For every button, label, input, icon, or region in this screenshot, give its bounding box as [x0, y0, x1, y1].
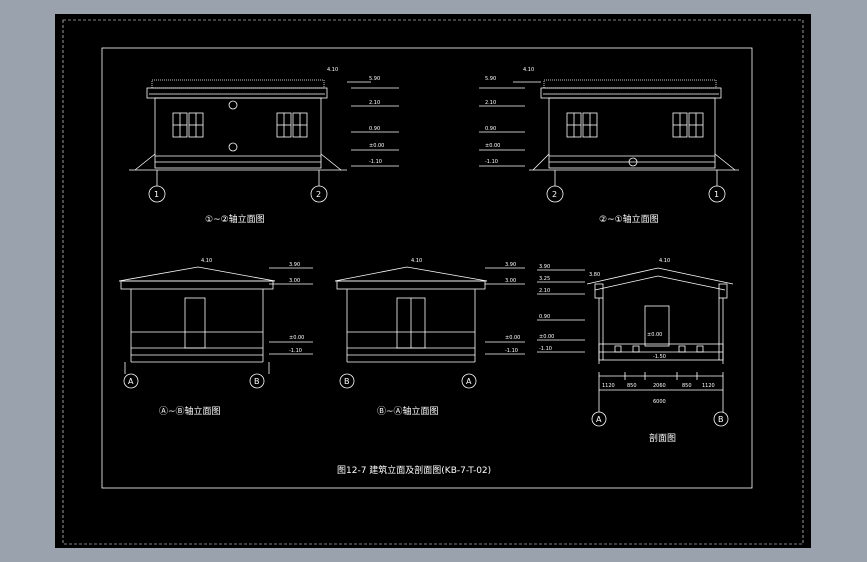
v4-top-level: 4.10 [411, 258, 422, 264]
v2-title: ②~①轴立面图 [599, 213, 659, 225]
v5-dim-2: 850 [627, 383, 637, 389]
v3-level-2: 3.00 [289, 278, 300, 284]
v1-level-5: -1.10 [369, 159, 382, 165]
v5-level-5: ±0.00 [539, 334, 554, 340]
v2-axis-right: 1 [714, 190, 719, 199]
v1-level-1: 5.90 [369, 76, 380, 82]
v5-level-2: 3.25 [539, 276, 550, 282]
v2-level-3: 0.90 [485, 126, 496, 132]
cad-drawing: 4.10 5.90 2.10 0.90 ±0.00 -1.10 1 2 ①~②轴… [62, 19, 804, 545]
v3-level-1: 3.90 [289, 262, 300, 268]
inner-frame [101, 47, 753, 489]
elevation-view-B-A [334, 266, 525, 389]
v4-level-3: ±0.00 [505, 335, 520, 341]
v5-title: 剖面图 [649, 432, 676, 444]
elevation-view-1-2 [129, 79, 399, 203]
v5-axis-left: A [596, 415, 602, 424]
v5-dim-5: 1120 [702, 383, 715, 389]
v3-top-level: 4.10 [201, 258, 212, 264]
v5-level-6: -1.10 [539, 346, 552, 352]
outer-dashed-border [62, 19, 804, 545]
v2-level-5: -1.10 [485, 159, 498, 165]
v4-level-1: 3.90 [505, 262, 516, 268]
v3-axis-right: B [254, 377, 260, 386]
v1-top-level: 4.10 [327, 67, 338, 73]
v5-dim-3: 2060 [653, 383, 666, 389]
v5-top-level: 4.10 [659, 258, 670, 264]
v3-title: Ⓐ~Ⓑ轴立面图 [159, 405, 221, 417]
v3-level-4: -1.10 [289, 348, 302, 354]
v5-dim-1: 1120 [602, 383, 615, 389]
v5-level-4: 0.90 [539, 314, 550, 320]
section-view [537, 267, 734, 427]
v2-level-1: 5.90 [485, 76, 496, 82]
drawing-caption: 图12-7 建筑立面及剖面图(KB-7-T-02) [337, 464, 491, 476]
v3-axis-left: A [128, 377, 134, 386]
v5-axis-right: B [718, 415, 724, 424]
elevation-view-A-B [118, 266, 313, 389]
v2-level-4: ±0.00 [485, 143, 500, 149]
elevation-view-2-1 [479, 79, 739, 203]
v5-ridge: 3.80 [589, 272, 600, 278]
v5-inner-level: ±0.00 [647, 332, 662, 338]
v1-title: ①~②轴立面图 [205, 213, 265, 225]
drawing-sheet: 4.10 5.90 2.10 0.90 ±0.00 -1.10 1 2 ①~②轴… [55, 14, 811, 548]
v4-title: Ⓑ~Ⓐ轴立面图 [377, 405, 439, 417]
v1-axis-right: 2 [316, 190, 321, 199]
v1-level-3: 0.90 [369, 126, 380, 132]
v3-level-3: ±0.00 [289, 335, 304, 341]
v2-axis-left: 2 [552, 190, 557, 199]
v4-level-4: -1.10 [505, 348, 518, 354]
v1-level-2: 2.10 [369, 100, 380, 106]
v2-level-2: 2.10 [485, 100, 496, 106]
v2-top-level: 4.10 [523, 67, 534, 73]
v5-total: 6000 [653, 399, 666, 405]
v5-level-3: 2.10 [539, 288, 550, 294]
v4-axis-left: B [344, 377, 350, 386]
v1-level-4: ±0.00 [369, 143, 384, 149]
v4-level-2: 3.00 [505, 278, 516, 284]
v5-level-1: 3.90 [539, 264, 550, 270]
v1-axis-left: 1 [154, 190, 159, 199]
v4-axis-right: A [466, 377, 472, 386]
v5-dim-4: 850 [682, 383, 692, 389]
v5-floor-level: -1.50 [653, 354, 666, 360]
